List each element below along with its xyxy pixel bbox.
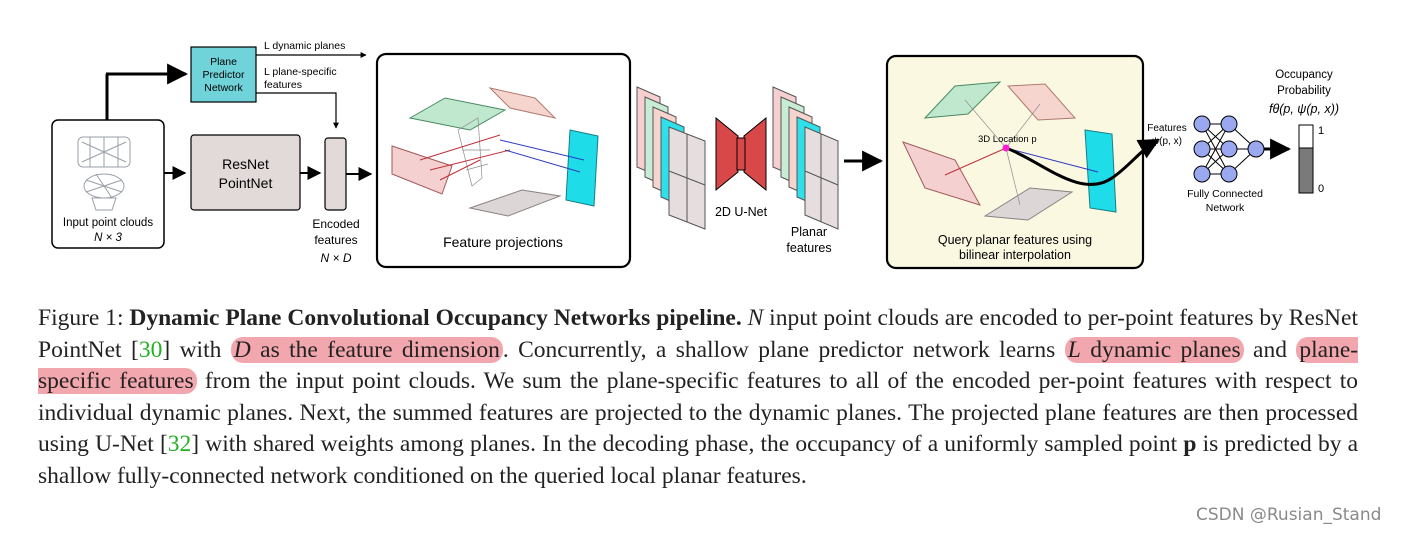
occupancy-tick-bottom: 0 <box>1318 183 1324 195</box>
plane-predictor-line1: Plane <box>210 56 237 68</box>
caption-s5: from the input point clouds. We sum the … <box>38 368 1359 457</box>
caption-var-l: L <box>1067 336 1081 363</box>
figure-caption: Figure 1: Dynamic Plane Convolutional Oc… <box>38 305 1359 489</box>
caption-s3: . Concurrently, a shallow plane predicto… <box>502 336 1056 363</box>
caption-prefix: Figure 1: <box>38 305 124 331</box>
features-psi-line2: ψ(p, x) <box>1152 136 1182 147</box>
resnet-line2: PointNet <box>219 175 273 191</box>
caption-s7: is predicted by a shallow fully-connecte… <box>38 431 1359 489</box>
occupancy-line2: Probability <box>1277 85 1331 97</box>
query-location-label: 3D Location p <box>978 134 1037 145</box>
caption-s4: and <box>1253 336 1287 363</box>
highlight-dynamic-planes: L dynamic planes <box>1064 336 1244 363</box>
fc-network: Fully Connected Network <box>1187 115 1292 214</box>
planar-line2: features <box>786 241 831 255</box>
caption-var-n: N <box>747 305 764 331</box>
plane-predictor-line3: Network <box>204 82 243 94</box>
feature-projections-box: Feature projections <box>375 52 632 269</box>
caption-hl1: as the feature dimension <box>260 336 500 363</box>
dynamic-planes-label: L dynamic planes <box>264 40 345 52</box>
fc-line2: Network <box>1206 202 1245 214</box>
citation-30[interactable]: 30 <box>138 336 163 363</box>
occupancy-line1: Occupancy <box>1275 69 1333 81</box>
watermark: CSDN @Rusian_Stand <box>1196 505 1382 525</box>
plane-specific-label-2: features <box>264 79 302 91</box>
occupancy-tick-top: 1 <box>1318 125 1324 137</box>
encoded-line2: features <box>314 233 357 247</box>
occupancy-bar-fill <box>1298 147 1314 194</box>
caption-s2: with <box>179 336 222 363</box>
projection-label: Feature projections <box>443 234 563 250</box>
input-plane-stack <box>636 86 706 230</box>
input-point-cloud-box: Input point clouds N × 3 <box>51 119 165 249</box>
pipeline-figure: Input point clouds N × 3 Plane Predictor… <box>51 40 1339 270</box>
resnet-line1: ResNet <box>222 156 269 172</box>
input-dim: N × 3 <box>94 232 122 244</box>
encoded-line1: Encoded <box>312 217 359 231</box>
point-cloud-icon <box>77 136 131 211</box>
query-point-marker <box>1002 144 1010 152</box>
output-plane-stack <box>772 86 839 230</box>
caption-var-d: D <box>233 336 251 363</box>
caption-title: Dynamic Plane Convolutional Occupancy Ne… <box>129 305 742 331</box>
citation-32[interactable]: 32 <box>167 431 192 457</box>
occupancy-formula: fθ(p, ψ(p, x)) <box>1269 102 1339 116</box>
plane-specific-label-1: L plane-specific <box>264 66 337 78</box>
highlight-feature-dimension: D as the feature dimension <box>230 336 503 363</box>
plane-predictor-line2: Predictor <box>202 69 245 81</box>
caption-hl2: dynamic planes <box>1090 336 1241 363</box>
caption-s1: input point clouds are encoded to per-po… <box>38 305 1358 363</box>
query-line2: bilinear interpolation <box>959 248 1071 262</box>
query-box: 3D Location p Query planar features usin… <box>885 54 1160 270</box>
unet-label: 2D U-Net <box>715 205 768 219</box>
occupancy-output: Occupancy Probability fθ(p, ψ(p, x)) 1 0 <box>1269 69 1339 195</box>
fc-line1: Fully Connected <box>1187 188 1263 200</box>
caption-var-p: p <box>1183 431 1197 457</box>
input-label: Input point clouds <box>63 217 153 229</box>
caption-s6: with shared weights among planes. In the… <box>205 431 1178 457</box>
query-line1: Query planar features using <box>938 233 1092 247</box>
resnet-pointnet-block: ResNet PointNet <box>190 134 301 211</box>
plane-predictor-network: Plane Predictor Network <box>190 46 257 103</box>
planar-line1: Planar <box>791 225 827 239</box>
encoded-features-block: Encoded features N × D <box>312 137 360 265</box>
encoded-dim: N × D <box>320 251 351 265</box>
features-psi-line1: Features <box>1147 123 1186 134</box>
unet-block: 2D U-Net <box>715 116 768 219</box>
